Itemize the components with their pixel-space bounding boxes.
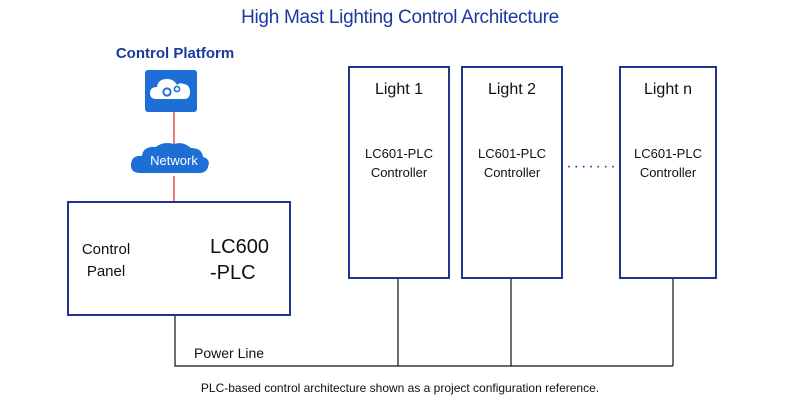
controller-role: Controller xyxy=(639,165,697,180)
controller-label: LC601-PLC Controller xyxy=(463,144,561,182)
panel-model-line1: LC600 xyxy=(210,236,269,258)
controller-role: Controller xyxy=(370,165,428,180)
controller-label: LC601-PLC Controller xyxy=(350,144,448,182)
caption: PLC-based control architecture shown as … xyxy=(200,381,600,395)
network-label: Network xyxy=(150,153,198,168)
control-panel-label: Control Panel xyxy=(75,239,137,283)
power-line-label: Power Line xyxy=(194,345,265,361)
power-line xyxy=(174,292,673,367)
controller-model: LC601-PLC xyxy=(365,146,433,161)
control-panel-label-line1: Control xyxy=(81,241,131,258)
diagram-title: High Mast Lighting Control Architecture xyxy=(241,7,559,28)
controller-role: Controller xyxy=(483,165,541,180)
light-title: Light 1 xyxy=(374,81,424,98)
control-panel-box xyxy=(67,201,291,316)
controller-model: LC601-PLC xyxy=(634,146,702,161)
control-panel-label-line2: Panel xyxy=(86,263,126,280)
network-cloud-icon xyxy=(130,143,209,174)
ellipsis-separator: ······· xyxy=(566,158,618,175)
control-platform-label: Control Platform xyxy=(115,45,235,62)
light-box-n: Light n LC601-PLC Controller xyxy=(619,66,717,279)
light-box-2: Light 2 LC601-PLC Controller xyxy=(461,66,563,279)
light-box-1: Light 1 LC601-PLC Controller xyxy=(348,66,450,279)
light-title: Light n xyxy=(643,81,693,98)
light-title: Light 2 xyxy=(487,81,537,98)
panel-model-label: LC600 -PLC xyxy=(210,234,269,286)
cloud-gears-icon xyxy=(145,70,197,112)
controller-label: LC601-PLC Controller xyxy=(621,144,715,182)
controller-model: LC601-PLC xyxy=(478,146,546,161)
panel-model-line2: -PLC xyxy=(210,262,256,284)
